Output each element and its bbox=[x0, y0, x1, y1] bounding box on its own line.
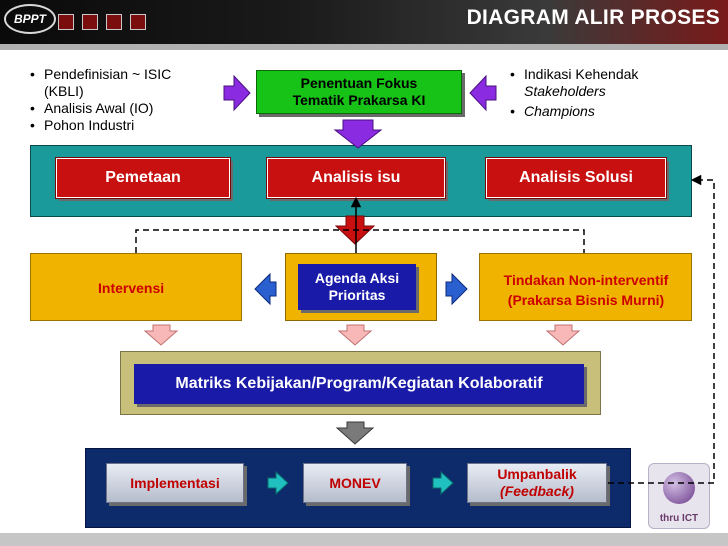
monev-box: MONEV bbox=[303, 463, 407, 503]
gray-down-arrow-icon bbox=[335, 421, 375, 445]
tindakan-label: Tindakan Non-interventif (Prakarsa Bisni… bbox=[485, 270, 687, 310]
analisis-isu-box: Analisis isu bbox=[266, 157, 446, 199]
implementasi-box: Implementasi bbox=[106, 463, 244, 503]
matriks-box: Matriks Kebijakan/Program/Kegiatan Kolab… bbox=[134, 364, 584, 404]
ict-logo-text: thru ICT bbox=[659, 513, 699, 524]
bppt-logo: BPPT bbox=[4, 4, 56, 34]
header-square-icon bbox=[106, 14, 122, 30]
tindakan-panel bbox=[479, 253, 692, 321]
intervensi-label: Intervensi bbox=[98, 280, 165, 296]
agenda-line: Prioritas bbox=[328, 287, 386, 303]
bullet-item: Pendefinisian ~ ISIC (KBLI) bbox=[28, 66, 228, 100]
purple-left-arrow-icon bbox=[469, 74, 497, 112]
purple-right-arrow-icon bbox=[223, 74, 251, 112]
page-title: DIAGRAM ALIR PROSES bbox=[466, 6, 720, 29]
bullet-text: Analisis Awal (IO) bbox=[44, 100, 154, 116]
focus-box: Penentuan Fokus Tematik Prakarsa KI bbox=[256, 70, 462, 114]
header-square-icon bbox=[58, 14, 74, 30]
purple-down-arrow-icon bbox=[333, 119, 383, 149]
bullet-text: Pohon Industri bbox=[44, 117, 135, 133]
agenda-aksi-box: Agenda Aksi Prioritas bbox=[298, 264, 416, 310]
bullet-item: Analisis Awal (IO) bbox=[28, 100, 228, 117]
bullet-text: Indikasi Kehendak bbox=[524, 66, 639, 82]
ict-logo: thru ICT bbox=[648, 463, 710, 529]
header-divider bbox=[0, 44, 728, 50]
blue-left-arrow-icon bbox=[254, 272, 277, 306]
pink-down-arrow-icon bbox=[143, 324, 179, 346]
bullet-item: Pohon Industri bbox=[28, 117, 228, 134]
bullet-text: (KBLI) bbox=[44, 83, 84, 99]
umpanbalik-box: Umpanbalik (Feedback) bbox=[467, 463, 607, 503]
intervensi-panel bbox=[30, 253, 242, 321]
left-bullet-list: Pendefinisian ~ ISIC (KBLI) Analisis Awa… bbox=[28, 66, 228, 134]
pemetaan-box: Pemetaan bbox=[55, 157, 231, 199]
bullet-text: Pendefinisian ~ ISIC bbox=[44, 66, 172, 82]
focus-box-line: Penentuan Fokus bbox=[300, 75, 418, 91]
analisis-solusi-box: Analisis Solusi bbox=[485, 157, 667, 199]
tindakan-line: (Prakarsa Bisnis Murni) bbox=[507, 292, 665, 308]
globe-icon bbox=[663, 472, 695, 504]
bullet-text: Stakeholders bbox=[524, 83, 606, 99]
dashed-connector bbox=[135, 229, 585, 253]
pink-down-arrow-icon bbox=[337, 324, 373, 346]
bullet-item: Champions bbox=[508, 103, 708, 120]
teal-right-arrow-icon bbox=[432, 470, 454, 496]
teal-right-arrow-icon bbox=[267, 470, 289, 496]
blue-right-arrow-icon bbox=[445, 272, 468, 306]
header-square-icon bbox=[130, 14, 146, 30]
header-square-icon bbox=[82, 14, 98, 30]
umpanbalik-line: Umpanbalik bbox=[497, 466, 577, 482]
pink-down-arrow-icon bbox=[545, 324, 581, 346]
bullet-item: Indikasi Kehendak Stakeholders bbox=[508, 66, 708, 100]
tindakan-line: Tindakan Non-interventif bbox=[503, 272, 669, 288]
umpanbalik-line: (Feedback) bbox=[500, 483, 574, 499]
agenda-line: Agenda Aksi bbox=[314, 270, 400, 286]
right-bullet-list: Indikasi Kehendak Stakeholders Champions bbox=[508, 66, 708, 120]
focus-box-line: Tematik Prakarsa KI bbox=[292, 92, 426, 108]
footer-divider bbox=[0, 533, 728, 546]
feedback-dashed-connector bbox=[608, 174, 715, 484]
bullet-text: Champions bbox=[524, 103, 595, 119]
